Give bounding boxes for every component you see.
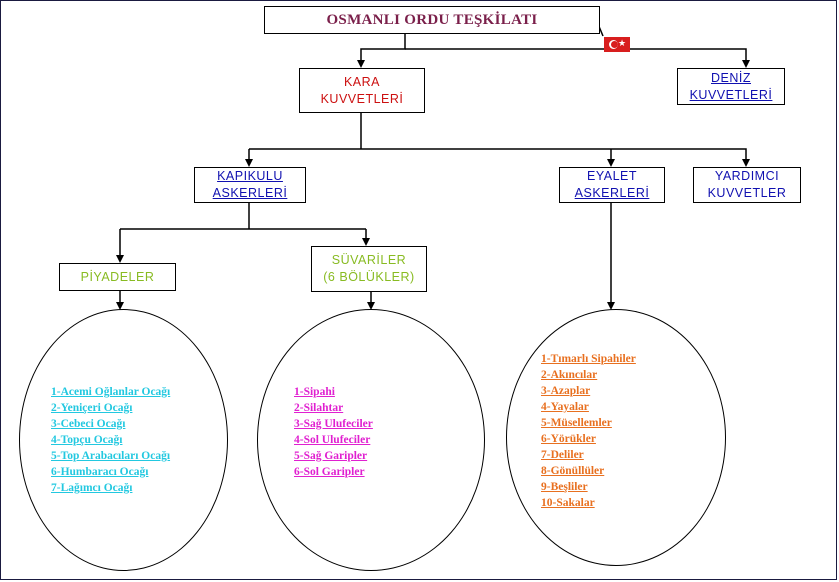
piyadeler-box: PİYADELER [59, 263, 176, 291]
list-item: 3-Cebeci Ocağı [51, 418, 126, 430]
connector-kara-eyalet [249, 148, 750, 167]
list-item: 7-Deliler [541, 449, 584, 461]
suvari-list: 1-Sipahi 2-Silahtar 3-Sağ Ulufeciler 4-Sol … [294, 384, 373, 480]
list-item: 2-Yeniçeri Ocağı [51, 402, 133, 414]
eyalet-list: 1-Tımarlı Sipahiler 2-Akıncılar 3-Azaplar 4… [541, 351, 636, 511]
list-item: 1-Tımarlı Sipahiler [541, 353, 636, 365]
deniz-line1: DENİZ [711, 70, 751, 85]
piyade-list: 1-Acemi Oğlanlar Ocağı 2-Yeniçeri Ocağı 3-… [51, 384, 170, 496]
list-item: 8-Gönüllüler [541, 465, 605, 477]
eyalet-askerleri-box: EYALET ASKERLERİ [559, 167, 665, 203]
title-box: OSMANLI ORDU TEŞKİLATI [264, 6, 600, 34]
list-item: 3-Azaplar [541, 385, 591, 397]
deniz-kuvvetleri-box: DENİZ KUVVETLERİ [677, 68, 785, 105]
yardimci-line2: KUVVETLER [707, 186, 787, 200]
list-item: 5-Sağ Garipler [294, 450, 368, 462]
connector-title-deniz [405, 48, 750, 68]
kapikulu-line1: KAPIKULU [217, 169, 283, 183]
connector-title-kara [357, 33, 406, 68]
list-item: 10-Sakalar [541, 497, 595, 509]
list-item: 5-Müsellemler [541, 417, 612, 429]
list-item: 4-Topçu Ocağı [51, 434, 123, 446]
list-item: 6-Yörükler [541, 433, 596, 445]
yardimci-line1: YARDIMCI [714, 169, 780, 183]
list-item: 2-Silahtar [294, 402, 344, 414]
list-item: 3-Sağ Ulufeciler [294, 418, 373, 430]
kara-line2: KUVVETLERİ [320, 91, 404, 106]
list-item: 6-Humbaracı Ocağı [51, 466, 149, 478]
list-item: 4-Sol Ulufeciler [294, 434, 371, 446]
diagram-title: OSMANLI ORDU TEŞKİLATI [326, 11, 538, 28]
deniz-line2: KUVVETLERİ [689, 87, 773, 102]
eyalet-ellipse [506, 309, 726, 566]
list-item: 2-Akıncılar [541, 369, 598, 381]
list-item: 9-Beşliler [541, 481, 588, 493]
kara-line1: KARA [343, 74, 381, 89]
list-item: 7-Lağımcı Ocağı [51, 482, 133, 494]
yardimci-kuvvetler-box: YARDIMCI KUVVETLER [693, 167, 801, 203]
suvariler-box: SÜVARİLER (6 BÖLÜKLER) [311, 246, 427, 292]
eyalet-line2: ASKERLERİ [574, 186, 650, 200]
turkish-flag-icon: ★ [604, 37, 630, 52]
suvariler-line1: SÜVARİLER [331, 253, 407, 267]
kapikulu-line2: ASKERLERİ [212, 186, 288, 200]
list-item: 1-Acemi Oğlanlar Ocağı [51, 386, 171, 398]
list-item: 4-Yayalar [541, 401, 589, 413]
piyade-ellipse [19, 309, 228, 571]
suvariler-line2: (6 BÖLÜKLER) [323, 270, 415, 284]
piyadeler-label: PİYADELER [80, 269, 155, 284]
suvari-ellipse [257, 309, 485, 571]
list-item: 5-Top Arabacıları Ocağı [51, 450, 171, 462]
list-item: 1-Sipahi [294, 386, 335, 398]
list-item: 6-Sol Garipler [294, 466, 365, 478]
kara-kuvvetleri-box: KARA KUVVETLERİ [299, 68, 425, 113]
eyalet-line1: EYALET [586, 169, 637, 183]
kapikulu-askerleri-box: KAPIKULU ASKERLERİ [194, 167, 306, 203]
